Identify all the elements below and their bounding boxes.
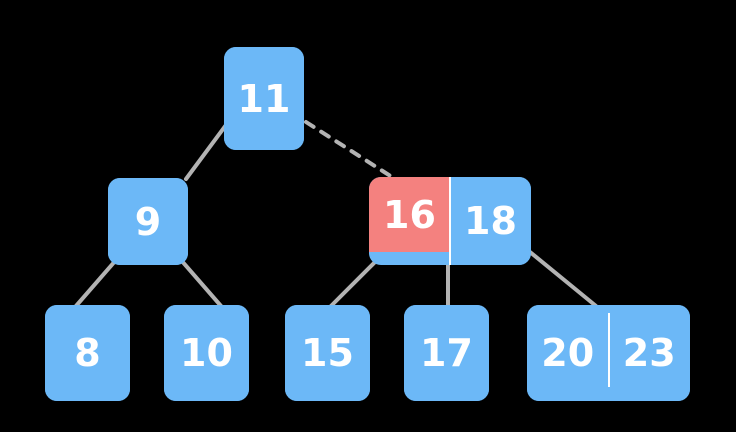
tree-edge-root-to-right — [304, 120, 394, 179]
tree-key-cell-leaf-20-23-23[interactable]: 23 — [608, 305, 690, 401]
tree-key-cell-root-11[interactable]: 11 — [224, 47, 304, 150]
tree-node-leaf-15[interactable]: 15 — [285, 305, 370, 401]
tree-node-leaf-10[interactable]: 10 — [164, 305, 249, 401]
tree-node-leaf-17[interactable]: 17 — [404, 305, 489, 401]
tree-key-divider — [607, 313, 610, 387]
tree-node-root[interactable]: 11 — [224, 47, 304, 150]
tree-key-cell-internal-right-18[interactable]: 18 — [450, 177, 531, 265]
tree-key-cell-internal-right-16[interactable]: 16 — [369, 177, 450, 252]
tree-key-cell-leaf-15-15[interactable]: 15 — [285, 305, 370, 401]
tree-key-cell-leaf-17-17[interactable]: 17 — [404, 305, 489, 401]
tree-node-internal-left[interactable]: 9 — [108, 178, 188, 265]
tree-edge-right-to-leaf20-23 — [528, 250, 598, 308]
tree-edge-root-to-left — [184, 123, 228, 181]
tree-node-leaf-8[interactable]: 8 — [45, 305, 130, 401]
tree-key-cell-leaf-10-10[interactable]: 10 — [164, 305, 249, 401]
tree-key-cell-leaf-8-8[interactable]: 8 — [45, 305, 130, 401]
tree-key-cell-internal-left-9[interactable]: 9 — [108, 178, 188, 265]
tree-key-divider — [449, 177, 451, 265]
tree-key-cell-leaf-20-23-20[interactable]: 20 — [527, 305, 609, 401]
